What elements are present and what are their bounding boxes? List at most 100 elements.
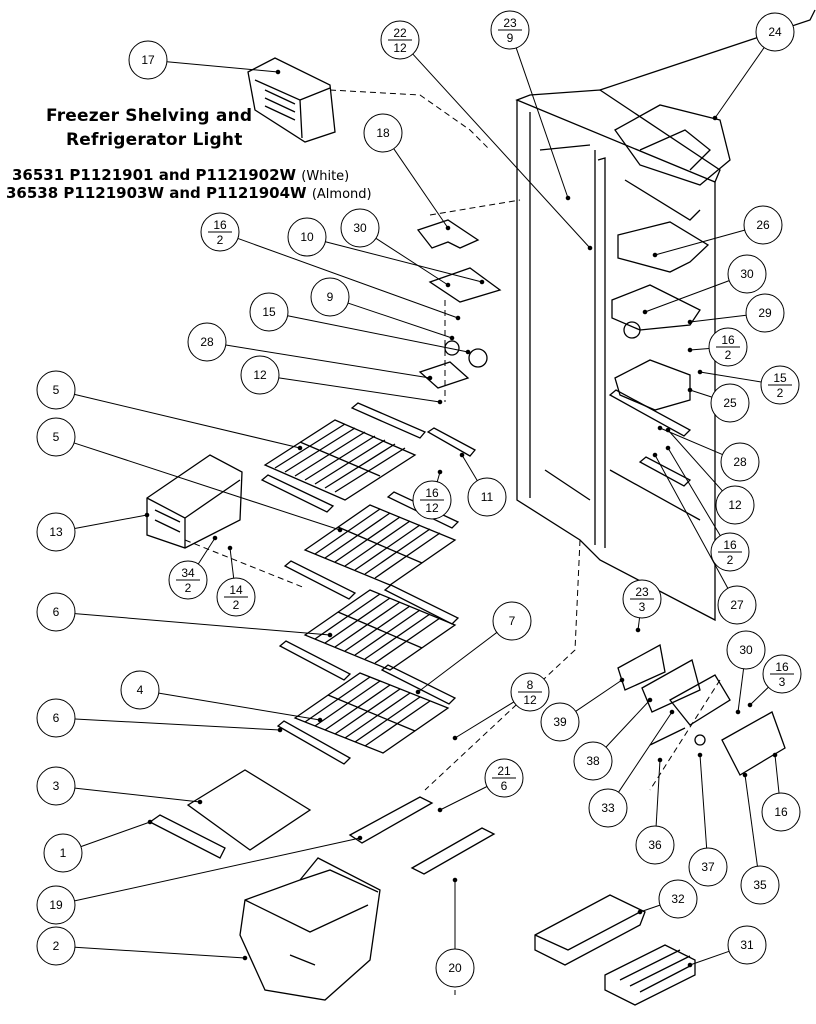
shelf-rail [383,584,460,625]
leader-dot [452,735,458,741]
leader-dot [687,319,693,325]
shelf-rail [426,427,477,457]
callout-bubble [588,788,628,828]
leader-dot [637,909,643,915]
leader-dot [459,452,465,458]
leader-line [74,393,301,449]
callout-bubble [540,702,580,742]
callout-bubble [743,205,783,245]
callout-part-number: 16 [775,660,789,674]
callout-quantity: 12 [425,501,439,515]
leader-line [744,774,758,867]
callout-label: 27 [730,598,744,612]
shelf-rail [380,664,457,705]
leader-dot [712,115,718,121]
leader-dot [657,757,663,763]
leader-line [325,241,483,283]
callout-label: 6 [53,711,60,725]
drawer-rail-19 [348,796,434,844]
leader-dot [652,452,658,458]
callout-bubble [36,885,76,925]
freezer-pan [148,769,312,859]
door-bin [534,894,646,966]
switch-37 [694,734,706,746]
leader-dot [197,799,203,805]
leader-dot [479,279,485,285]
leader-line [699,371,762,383]
callout-label: 6 [53,605,60,619]
leader-line [654,229,745,256]
callout-bubble [492,601,532,641]
leader-dot [297,445,303,451]
leader-dot [427,375,433,381]
callout-label: 2 [53,939,60,953]
leader-dot [647,697,653,703]
callout-quantity: 6 [501,779,508,793]
callout-quantity: 3 [779,675,786,689]
control-bracket [614,359,691,411]
leader-line [278,377,441,403]
callout-quantity: 2 [185,581,192,595]
leader-dot [147,819,153,825]
leader-line [667,429,723,492]
leader-dot [277,727,283,733]
actuator-rod-36 [649,727,686,746]
leader-dot [669,709,675,715]
leader-line [774,754,780,794]
callout-bubble [715,485,755,525]
wire-shelf [263,419,417,501]
callout-quantity: 2 [777,386,784,400]
freezer-basket [146,454,243,549]
callout-bubble [340,208,380,248]
leader-dot [687,962,693,968]
callout-label: 31 [740,938,754,952]
model-parts: P1121901 and P1121902W [69,166,297,184]
leader-line [454,701,515,739]
shelf-rail [283,560,357,600]
dispenser-housing-33 [669,674,731,726]
callout-label: 33 [601,801,615,815]
callout-bubble [240,355,280,395]
callout-bubble [363,113,403,153]
callout-label: 37 [701,860,715,874]
callout-label: 26 [756,218,770,232]
leader-dot [565,195,571,201]
dispenser-cover-39 [617,643,666,691]
callout-bubble [120,670,160,710]
leader-dot [449,335,455,341]
light-cover-18 [416,219,480,249]
callout-bubble [36,512,76,552]
callout-bubble [435,948,475,988]
callout-label: 4 [137,683,144,697]
callout-label: 28 [200,335,214,349]
callout-label: 15 [262,305,276,319]
leader-dot [437,469,443,475]
ice-tray [604,944,696,1006]
callout-bubble [36,698,76,738]
callout-part-number: 21 [497,764,511,778]
shelf-rail [276,720,352,765]
drawer-rail-20 [410,827,496,875]
callout-label: 28 [733,455,747,469]
shelf-rail [278,640,352,681]
shelf-rail [638,456,692,487]
callout-bubble [727,254,767,294]
leader-line [74,946,246,959]
leader-dot [445,282,451,288]
callout-label: 12 [253,368,267,382]
callout-part-number: 16 [425,486,439,500]
leader-dot [455,315,461,321]
callout-label: 35 [753,878,767,892]
leader-line [689,314,747,323]
leader-line [654,454,729,589]
leader-dot [327,632,333,638]
leader-dot [619,677,625,683]
callout-bubble [467,477,507,517]
callout-label: 11 [481,490,494,504]
leader-line [667,447,721,536]
callout-bubble [740,865,780,905]
callout-bubble [658,879,698,919]
ice-bucket [239,857,381,1001]
leader-line [575,679,623,712]
callout-bubble [36,417,76,457]
